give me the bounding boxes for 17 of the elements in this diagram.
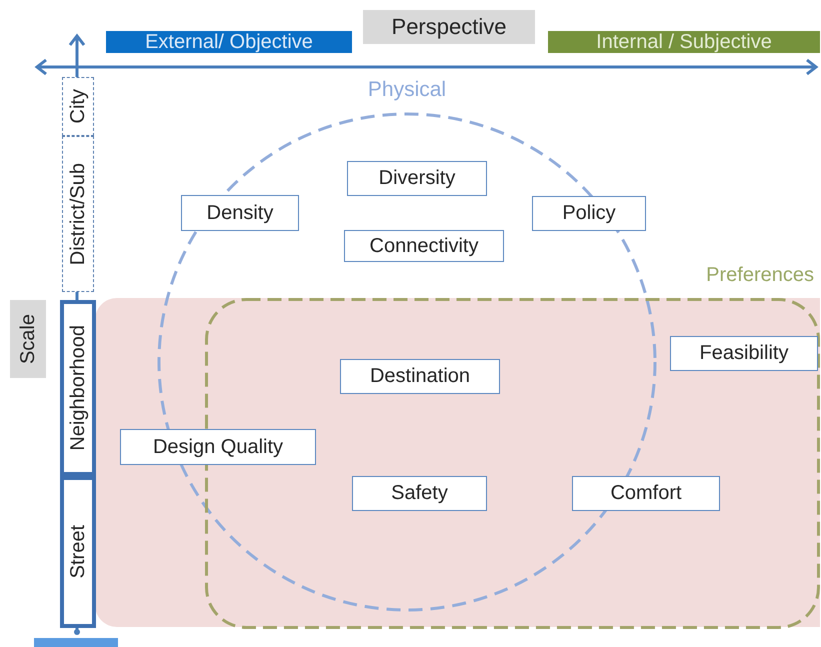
region-label: Preferences	[706, 264, 814, 287]
perspective-label: Internal / Subjective	[548, 31, 820, 53]
factor-box: Comfort	[572, 476, 720, 511]
factor-box: Feasibility	[670, 336, 818, 371]
factor-box: Connectivity	[344, 230, 504, 262]
scale-segment: City	[62, 77, 94, 136]
factor-box: Diversity	[347, 161, 487, 196]
perspective-label: External/ Objective	[106, 31, 352, 53]
factor-box: Destination	[340, 359, 500, 394]
factor-box: Safety	[352, 476, 487, 511]
scale-segment: Neighborhood	[60, 300, 96, 476]
axis-title: Scale	[10, 300, 46, 378]
factor-box: Design Quality	[120, 429, 316, 465]
region-label: Physical	[368, 78, 446, 102]
axis-title: Perspective	[363, 10, 535, 44]
scale-segment: Street	[60, 476, 96, 628]
scale-segment: District/Sub	[62, 136, 94, 292]
